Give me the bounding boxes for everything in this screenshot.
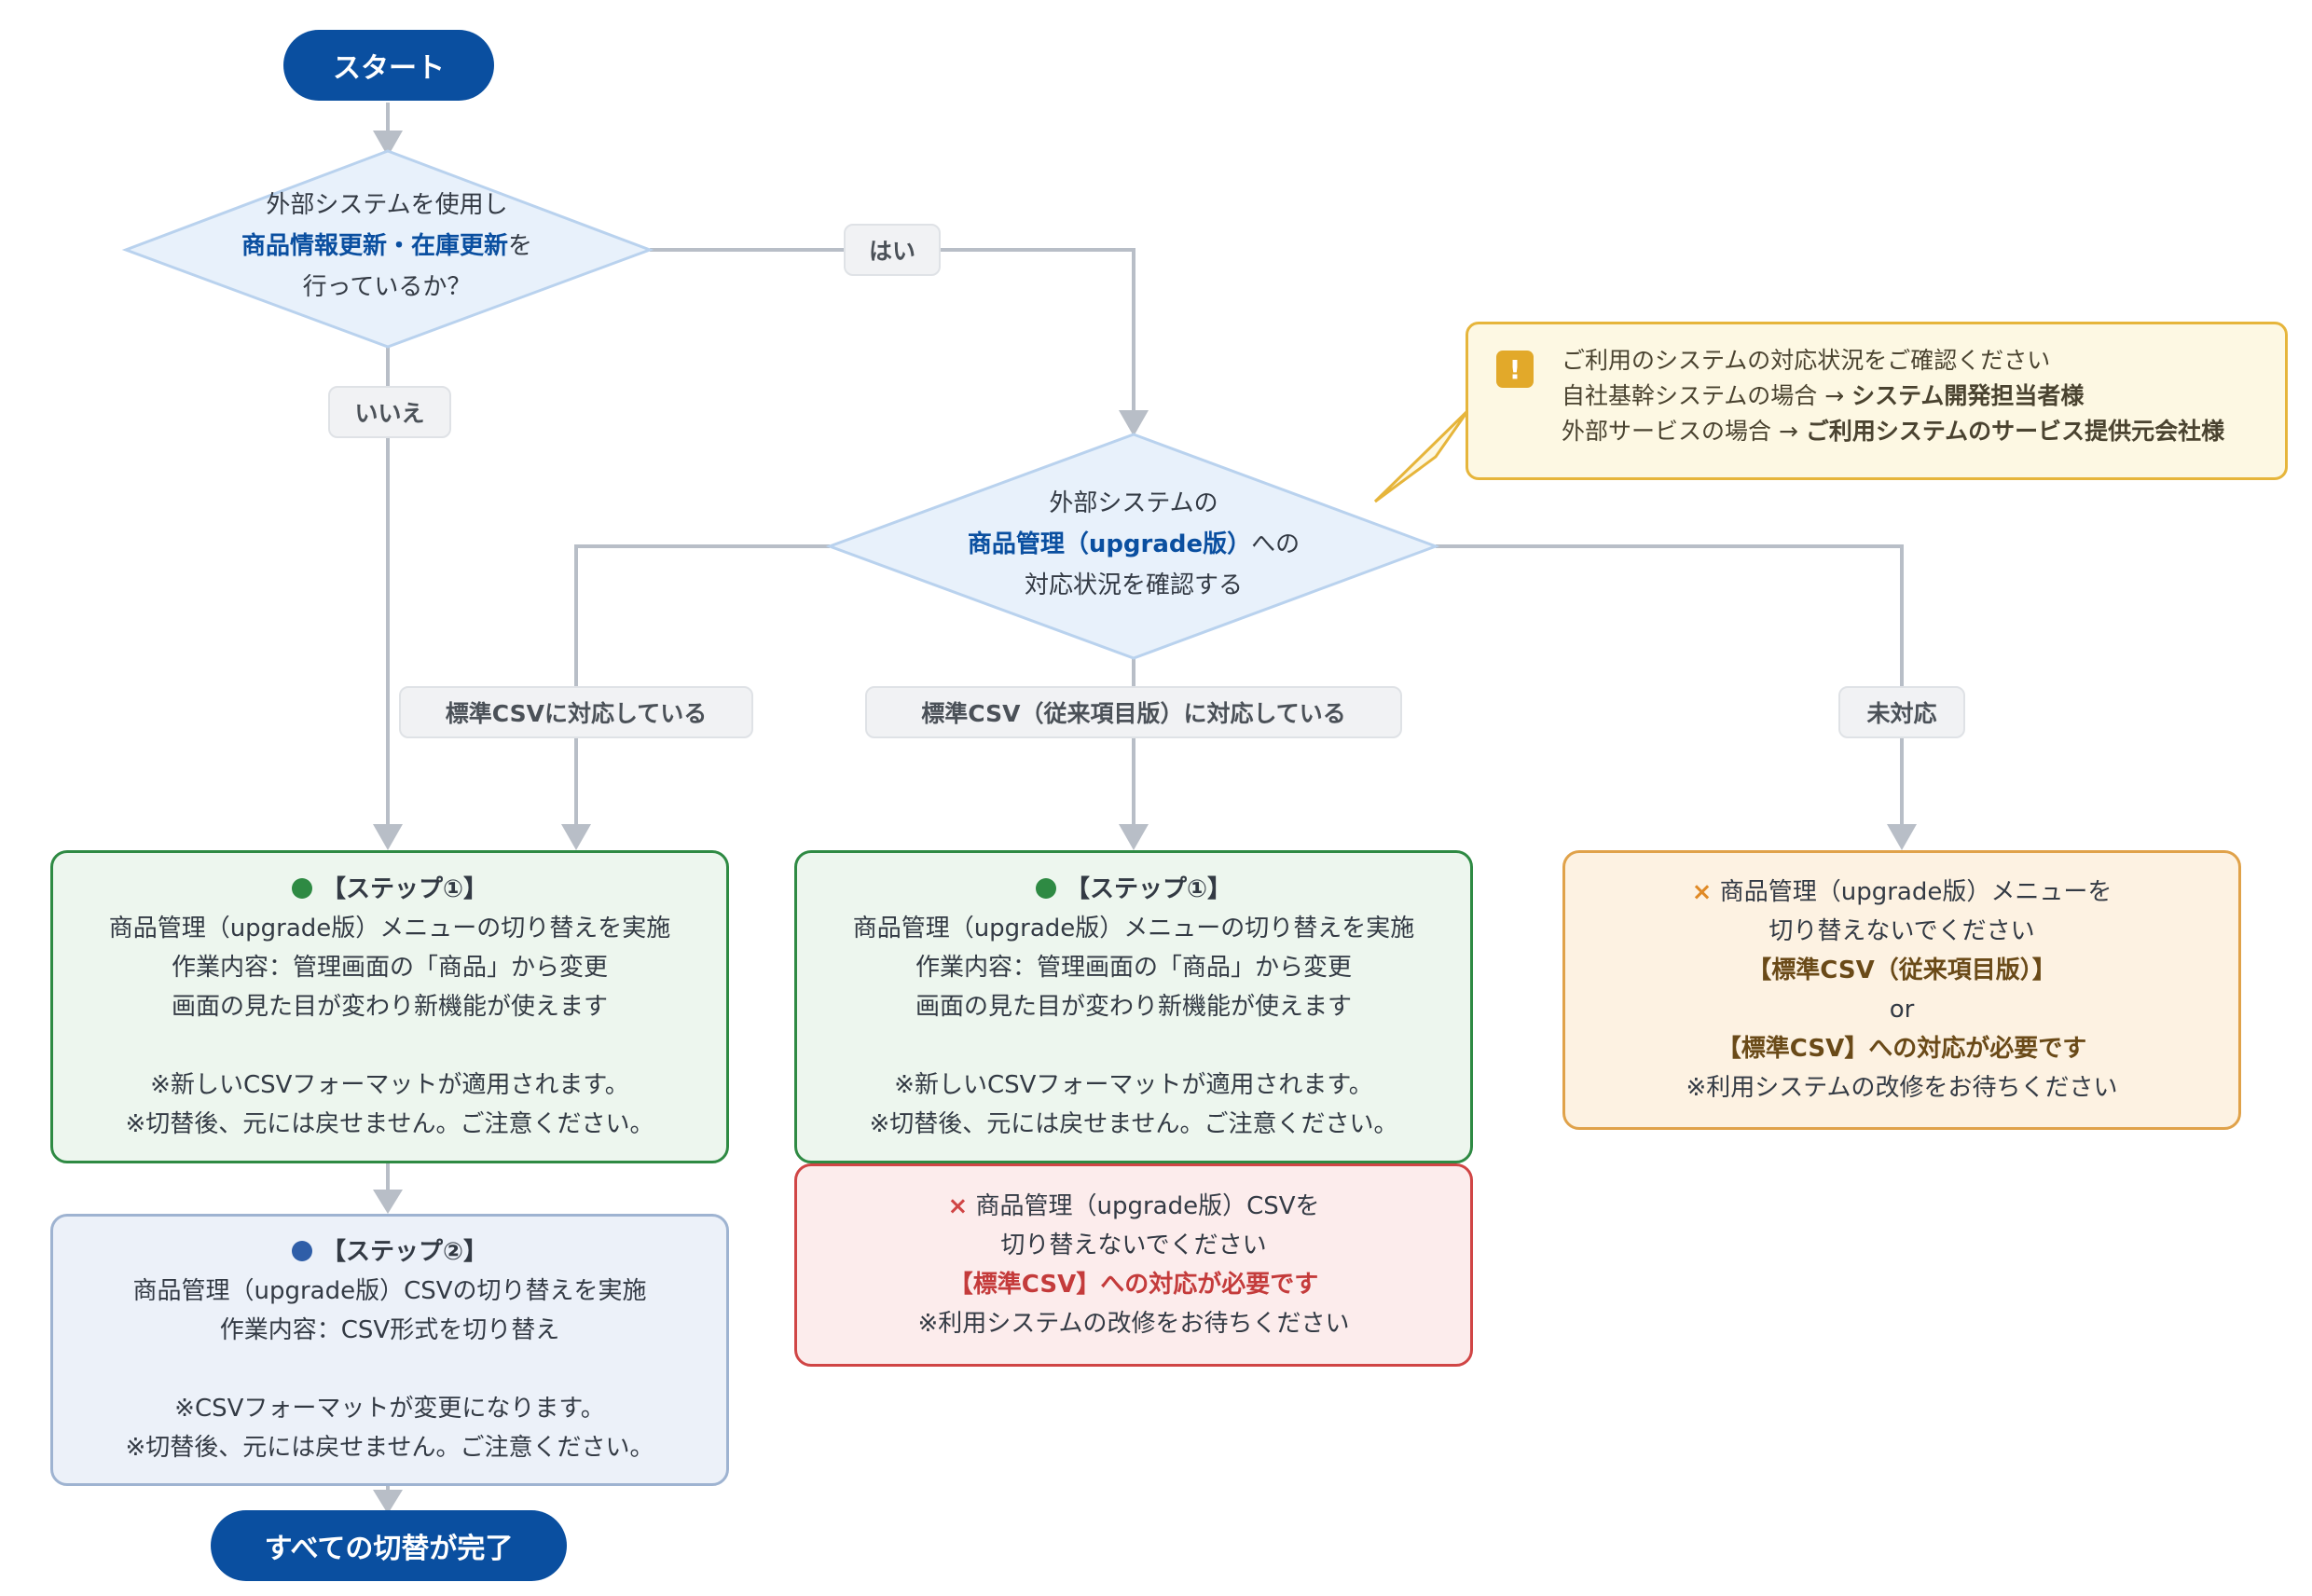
arrow-head [1119, 824, 1149, 850]
step1-left-line: 画面の見た目が変わり新機能が使えます [171, 993, 608, 1021]
edge-unsupported [1436, 544, 1904, 834]
step1-mid-title: 【ステップ①】 [1065, 875, 1232, 903]
decision2-line3: 対応状況を確認する [1024, 571, 1243, 599]
warning-icon: ! [1496, 351, 1534, 388]
note-line1: ご利用のシステムの対応状況をご確認ください [1562, 347, 2051, 374]
edge-label-standard-csv-text: 標準CSVに対応している [445, 700, 708, 727]
note-text: ご利用のシステムの対応状況をご確認ください 自社基幹システムの場合 → システム… [1562, 343, 2224, 449]
step2-line: 作業内容：CSV形式を切り替え [219, 1316, 560, 1344]
step2-note: ※切替後、元には戻せません。ご注意ください。 [125, 1434, 654, 1462]
arrow-head [373, 1190, 403, 1214]
step1-mid-line: 画面の見た目が変わり新機能が使えます [915, 993, 1352, 1021]
step1-mid-title-row: 【ステップ①】 [797, 870, 1470, 909]
blue-dot-icon [291, 1241, 312, 1261]
orange-line1: × 商品管理（upgrade版）メニューを [1565, 873, 2238, 912]
step1-left-title: 【ステップ①】 [321, 875, 488, 903]
orange-line6: ※利用システムの改修をお待ちください [1686, 1074, 2118, 1102]
edge-label-legacy-csv-text: 標準CSV（従来項目版）に対応している [921, 700, 1346, 727]
arrow-head [373, 1490, 403, 1514]
decision1-text: 外部システムを使用し 商品情報更新・在庫更新を 行っているか？ [200, 185, 573, 308]
red-line1-text: 商品管理（upgrade版）CSVを [975, 1192, 1320, 1220]
edge-yes [650, 248, 1135, 420]
red-warning-box: × 商品管理（upgrade版）CSVを 切り替えないでください 【標準CSV】… [794, 1163, 1473, 1367]
decision1-highlight: 商品情報更新・在庫更新 [241, 232, 508, 260]
note-line3-bold: ご利用システムのサービス提供元会社様 [1805, 418, 2225, 445]
step1-mid-box: 【ステップ①】 商品管理（upgrade版）メニューの切り替えを実施 作業内容：… [794, 850, 1473, 1163]
arrow-head [561, 824, 591, 850]
orange-line4: or [1889, 996, 1915, 1024]
cross-icon: × [947, 1192, 969, 1220]
decision2-diamond [825, 433, 1440, 660]
green-dot-icon [291, 878, 312, 899]
decision1-line1: 外部システムを使用し [266, 191, 508, 219]
red-line3: 【標準CSV】への対応が必要です [948, 1271, 1319, 1299]
red-line4: ※利用システムの改修をお待ちください [917, 1310, 1350, 1338]
edge-standard-csv [574, 544, 830, 834]
step1-mid-line: 作業内容：管理画面の「商品」から変更 [915, 954, 1352, 982]
decision2-highlight: 商品管理（upgrade版） [967, 530, 1252, 558]
step2-title-row: 【ステップ②】 [53, 1232, 726, 1272]
note-line2-bold: システム開発担当者様 [1851, 382, 2085, 409]
orange-line2: 切り替えないでください [1768, 917, 2035, 945]
decision1-line2: 商品情報更新・在庫更新を [200, 226, 573, 267]
decision2-line2: 商品管理（upgrade版）への [947, 524, 1320, 565]
note-callout: ! ご利用のシステムの対応状況をご確認ください 自社基幹システムの場合 → シス… [1466, 322, 2288, 480]
decision2-line2-suffix: への [1251, 530, 1300, 558]
step2-line: 商品管理（upgrade版）CSVの切り替えを実施 [132, 1277, 647, 1305]
note-line2: 自社基幹システムの場合 → システム開発担当者様 [1562, 378, 2224, 414]
step1-left-box: 【ステップ①】 商品管理（upgrade版）メニューの切り替えを実施 作業内容：… [50, 850, 729, 1163]
note-pointer [1373, 408, 1470, 503]
decision1-line3: 行っているか？ [302, 273, 472, 301]
red-line2: 切り替えないでください [1000, 1231, 1267, 1259]
note-line3-prefix: 外部サービスの場合 → [1562, 418, 1806, 445]
step1-left-line: 商品管理（upgrade版）メニューの切り替えを実施 [108, 915, 671, 942]
edge-label-yes-text: はい [868, 238, 915, 265]
note-line2-prefix: 自社基幹システムの場合 → [1562, 382, 1852, 409]
decision2-text: 外部システムの 商品管理（upgrade版）への 対応状況を確認する [947, 483, 1320, 606]
arrow-head [1887, 824, 1917, 850]
step2-note: ※CSVフォーマットが変更になります。 [174, 1395, 605, 1423]
step2-box: 【ステップ②】 商品管理（upgrade版）CSVの切り替えを実施 作業内容：C… [50, 1214, 729, 1486]
green-dot-icon [1035, 878, 1056, 899]
start-label: スタート [333, 52, 445, 85]
end-label: すべての切替が完了 [264, 1533, 514, 1565]
edge-label-yes: はい [844, 224, 941, 276]
step1-mid-note: ※新しいCSVフォーマットが適用されます。 [894, 1071, 1373, 1099]
cross-icon: × [1691, 878, 1713, 906]
step2-title: 【ステップ②】 [321, 1238, 488, 1266]
arrow-head [373, 824, 403, 850]
orange-line3: 【標準CSV（従来項目版）】 [1747, 956, 2057, 984]
edge-label-standard-csv: 標準CSVに対応している [399, 686, 753, 738]
orange-line5: 【標準CSV】への対応が必要です [1716, 1035, 2087, 1063]
note-line3: 外部サービスの場合 → ご利用システムのサービス提供元会社様 [1562, 414, 2224, 449]
step1-left-note: ※切替後、元には戻せません。ご注意ください。 [125, 1110, 654, 1138]
step1-left-note: ※新しいCSVフォーマットが適用されます。 [150, 1071, 629, 1099]
edge-label-no-text: いいえ [354, 400, 425, 427]
edge-label-unsupported: 未対応 [1838, 686, 1965, 738]
step1-mid-line: 商品管理（upgrade版）メニューの切り替えを実施 [852, 915, 1415, 942]
red-line1: × 商品管理（upgrade版）CSVを [797, 1187, 1470, 1226]
arrow-head [1119, 410, 1149, 436]
edge-label-no: いいえ [328, 386, 451, 438]
start-node: スタート [283, 30, 494, 101]
decision2-line1: 外部システムの [1049, 489, 1218, 517]
arrow-head [373, 131, 403, 157]
orange-line1-text: 商品管理（upgrade版）メニューを [1719, 878, 2112, 906]
step1-mid-note: ※切替後、元には戻せません。ご注意ください。 [869, 1110, 1398, 1138]
edge-label-unsupported-text: 未対応 [1866, 700, 1937, 727]
step1-left-title-row: 【ステップ①】 [53, 870, 726, 909]
end-node: すべての切替が完了 [211, 1510, 567, 1581]
decision1-line2-suffix: を [508, 232, 533, 260]
step1-left-line: 作業内容：管理画面の「商品」から変更 [171, 954, 608, 982]
orange-warning-box: × 商品管理（upgrade版）メニューを 切り替えないでください 【標準CSV… [1562, 850, 2241, 1130]
edge-label-legacy-csv: 標準CSV（従来項目版）に対応している [865, 686, 1402, 738]
decision1-diamond [121, 149, 654, 349]
